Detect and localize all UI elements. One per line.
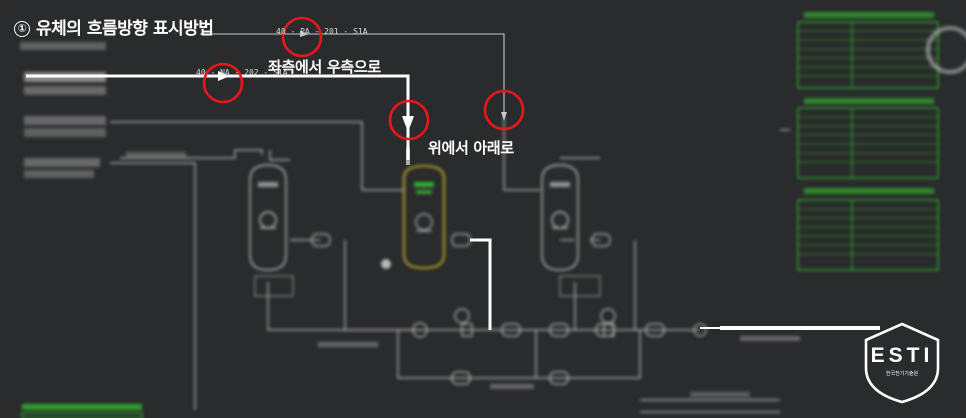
highlighted-flow-lines (26, 31, 880, 330)
marker-pa-arrow (281, 16, 323, 58)
section-number: ① (14, 21, 30, 37)
blurred-background (20, 12, 966, 418)
shield-icon (864, 322, 940, 404)
marker-pa-down-arrow (483, 89, 525, 131)
annotation-top-to-bottom: 위에서 아래로 (428, 139, 514, 157)
annotation-left-to-right: 좌측에서 우측으로 (268, 58, 381, 76)
line-tag-pa: 40 - PA - 201 - S1A (276, 27, 368, 36)
logo-text: ESTI (870, 344, 934, 367)
spec-tables (797, 12, 939, 271)
line-tag-na: 40 - NA - 202 - S1A (196, 68, 288, 77)
esti-logo: ESTI 한국전기기술원 (860, 322, 944, 404)
section-title: ① 유체의 흐름방향 표시방법 (14, 14, 214, 39)
logo-subtitle: 한국전기기술원 (885, 371, 919, 377)
highlight-markers (202, 16, 525, 141)
marker-down-arrow (388, 99, 430, 141)
section-title-text: 유체의 흐름방향 표시방법 (36, 19, 214, 39)
marker-na-arrow (202, 62, 244, 104)
